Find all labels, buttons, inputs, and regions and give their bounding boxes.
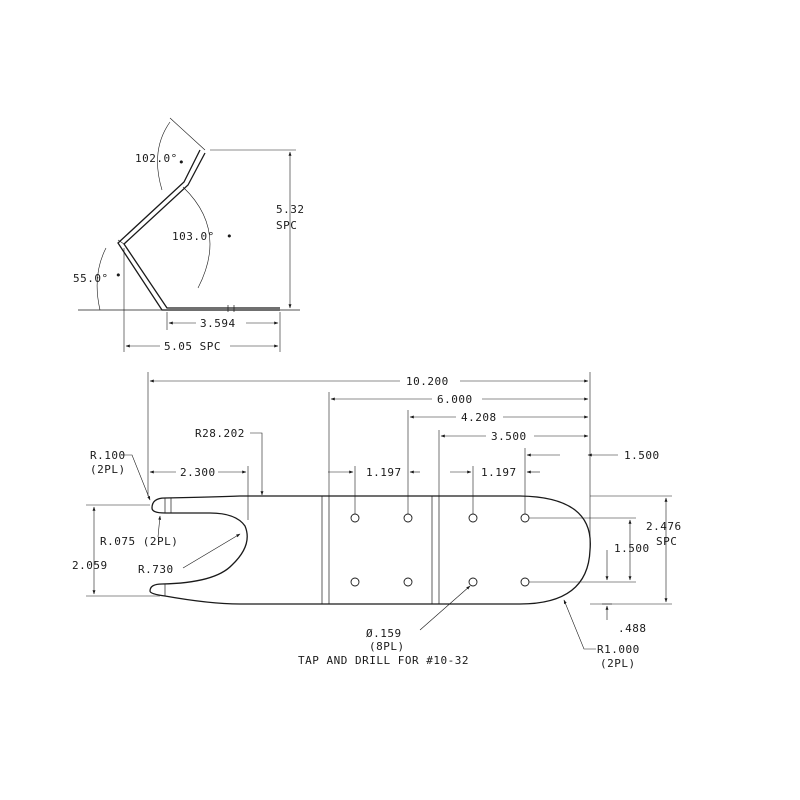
height-dim-label: 5.32 xyxy=(276,203,305,216)
flat-pattern: 10.200 6.000 4.208 3.500 1.500 2.300 1.1… xyxy=(72,372,682,670)
hole xyxy=(403,577,413,587)
dim-1197-a-label: 1.197 xyxy=(366,466,402,479)
hole-pattern xyxy=(350,513,530,587)
dim-1197-b-label: 1.197 xyxy=(481,466,517,479)
radius-large-label: R28.202 xyxy=(195,427,245,440)
angle-middle-dot: • xyxy=(226,230,233,243)
hole xyxy=(520,513,530,523)
radius-slot-label: R.730 xyxy=(138,563,174,576)
radius-inner-label: R.075 (2PL) xyxy=(100,535,178,548)
width-dim-label: 2.476 xyxy=(646,520,682,533)
hole xyxy=(403,513,413,523)
radius-tip-label: R.100 xyxy=(90,449,126,462)
overall-length-label: 10.200 xyxy=(406,375,449,388)
dim-4208-label: 4.208 xyxy=(461,411,497,424)
hole xyxy=(468,577,478,587)
angle-left-label: 55.0° xyxy=(73,272,109,285)
angle-top-label: 102.0° xyxy=(135,152,178,165)
height-note-label: SPC xyxy=(276,219,297,232)
hole xyxy=(468,513,478,523)
angle-left-dot: • xyxy=(115,269,122,282)
hole-spacing-label: 1.500 xyxy=(614,542,650,555)
base-dim-label: 3.594 xyxy=(200,317,236,330)
slot-width-label: 2.059 xyxy=(72,559,108,572)
dim-3500-label: 3.500 xyxy=(491,430,527,443)
side-view: 102.0° • 103.0° • 55.0° • 5.32 SPC 3.594… xyxy=(73,117,305,353)
hole xyxy=(350,577,360,587)
angle-top-dot: • xyxy=(178,156,185,169)
flat-pattern-outline xyxy=(149,495,591,605)
dim-1500-top-label: 1.500 xyxy=(624,449,660,462)
hole-callout-label: Ø.159 xyxy=(366,627,402,640)
edge-offset-label: .488 xyxy=(618,622,647,635)
hole-note-label: TAP AND DRILL FOR #10-32 xyxy=(298,654,469,667)
hole xyxy=(520,577,530,587)
dim-6000-label: 6.000 xyxy=(437,393,473,406)
dim-2300-label: 2.300 xyxy=(180,466,216,479)
hole-count-label: (8PL) xyxy=(369,640,405,653)
overall-dim-label: 5.05 SPC xyxy=(164,340,221,353)
width-note-label: SPC xyxy=(656,535,677,548)
angle-middle-label: 103.0° xyxy=(172,230,215,243)
radius-end-note: (2PL) xyxy=(600,657,636,670)
radius-tip-note: (2PL) xyxy=(90,463,126,476)
hole xyxy=(350,513,360,523)
radius-end-label: R1.000 xyxy=(597,643,640,656)
